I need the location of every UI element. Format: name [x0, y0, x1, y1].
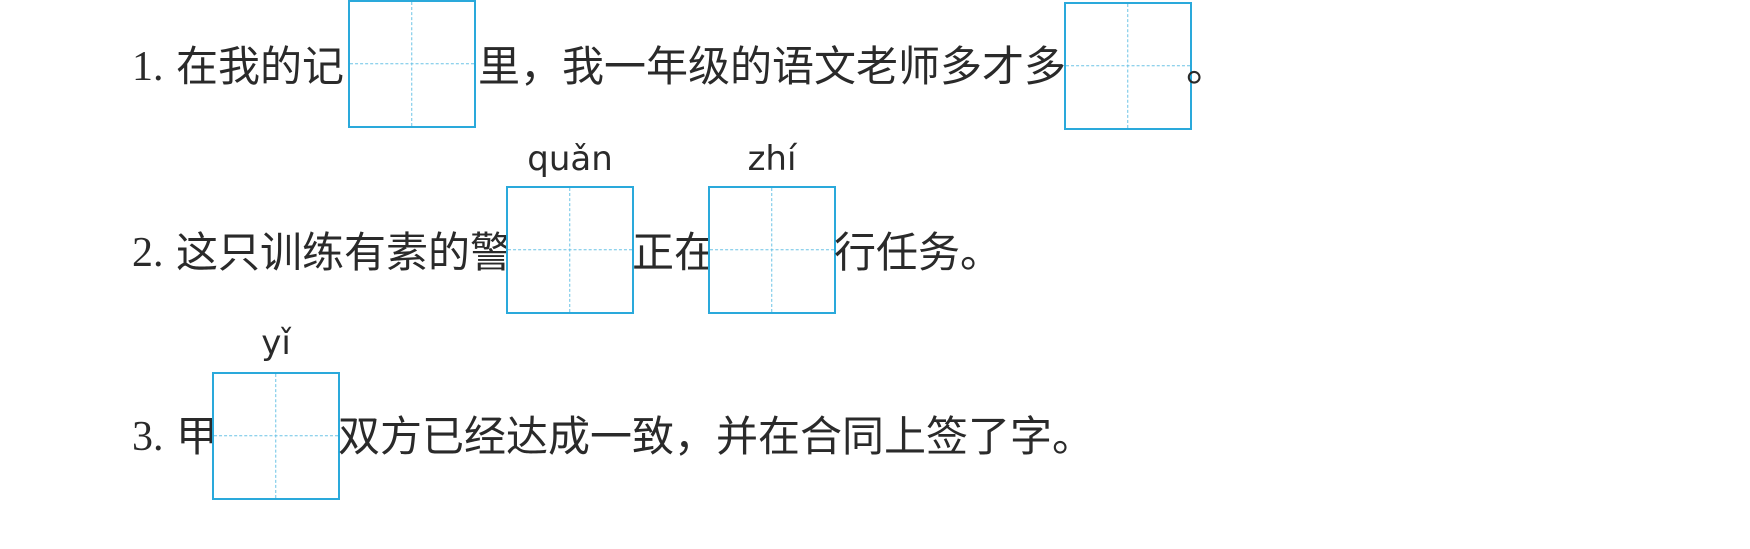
question-3-text-part-1: 甲 [176, 412, 219, 461]
question-1-text-part-1: 在我的记 [176, 42, 345, 91]
question-3-pinyin-1: yǐ [261, 323, 291, 363]
question-2-pinyin-2: zhí [747, 139, 797, 179]
grid-horizontal-guide [508, 249, 632, 251]
question-1-answer-box-2[interactable] [1064, 2, 1192, 130]
question-2-text-part-2: 正在 [632, 228, 717, 277]
question-2-pinyin-1: quǎn [527, 139, 613, 179]
question-2-text-part-1: 这只训练有素的警 [176, 228, 513, 277]
question-1-answer-box-1[interactable] [348, 0, 476, 128]
grid-horizontal-guide [710, 249, 834, 251]
question-2-number: 2. [132, 230, 164, 276]
question-1-number: 1. [132, 44, 164, 90]
question-2-answer-box-2[interactable] [708, 186, 836, 314]
question-2-text-part-3: 行任务。 [834, 228, 1003, 277]
grid-horizontal-guide [1066, 65, 1190, 67]
grid-horizontal-guide [214, 435, 338, 437]
question-1-text-part-2: 里，我一年级的语文老师多才多 [478, 42, 1067, 91]
question-2-answer-box-1[interactable] [506, 186, 634, 314]
question-3-number: 3. [132, 414, 164, 460]
grid-horizontal-guide [350, 63, 474, 65]
question-3-text-part-2: 双方已经达成一致，并在合同上签了字。 [338, 412, 1095, 461]
question-1-text-part-3: 。 [1186, 42, 1229, 91]
question-3-answer-box-1[interactable] [212, 372, 340, 500]
